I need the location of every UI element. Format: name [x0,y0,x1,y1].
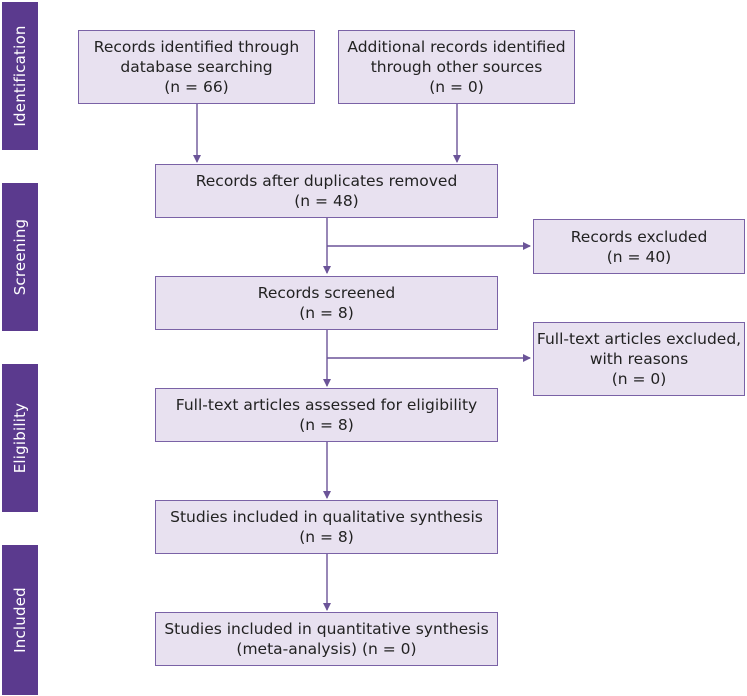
box-records-screened: Records screened (n = 8) [155,276,498,330]
box-fulltext-assessed: Full-text articles assessed for eligibil… [155,388,498,442]
box-fulltext-excluded: Full-text articles excluded, with reason… [533,322,745,396]
box-assessed-line1: Full-text articles assessed for eligibil… [175,396,478,414]
box-records-excluded: Records excluded (n = 40) [533,219,745,274]
box-quantitative-line2: (meta-analysis) (n = 0) [236,640,417,658]
box-ft-excluded-line1: Full-text articles excluded, [536,330,742,348]
box-qualitative-count: (n = 8) [299,528,354,546]
box-excluded-count: (n = 40) [606,247,672,266]
box-other-line1: Additional records identified [347,38,566,56]
box-excluded-line1: Records excluded [570,227,708,246]
box-screened-count: (n = 8) [299,304,354,322]
box-other-sources: Additional records identified through ot… [338,30,575,104]
box-screened-line1: Records screened [257,284,396,302]
box-ft-excluded-count: (n = 0) [611,370,667,388]
box-after-duplicates: Records after duplicates removed (n = 48… [155,164,498,218]
box-other-line2: through other sources [370,58,543,76]
stage-eligibility: Eligibility [2,364,38,512]
box-other-count: (n = 0) [429,78,484,96]
stage-screening: Screening [2,183,38,331]
stage-included: Included [2,545,38,695]
box-quantitative-synthesis: Studies included in quantitative synthes… [155,612,498,666]
box-quantitative-line1: Studies included in quantitative synthes… [164,620,489,638]
box-qualitative-synthesis: Studies included in qualitative synthesi… [155,500,498,554]
box-ft-excluded-line2: with reasons [589,350,689,368]
stage-identification: Identification [2,2,38,150]
box-qualitative-line1: Studies included in qualitative synthesi… [170,508,483,526]
box-db-line1: Records identified through [93,38,300,56]
box-db-count: (n = 66) [164,78,229,96]
box-duplicates-line1: Records after duplicates removed [195,172,458,190]
box-duplicates-count: (n = 48) [294,192,359,210]
box-assessed-count: (n = 8) [299,416,354,434]
box-db-line2: database searching [120,58,273,76]
box-database-searching: Records identified through database sear… [78,30,315,104]
